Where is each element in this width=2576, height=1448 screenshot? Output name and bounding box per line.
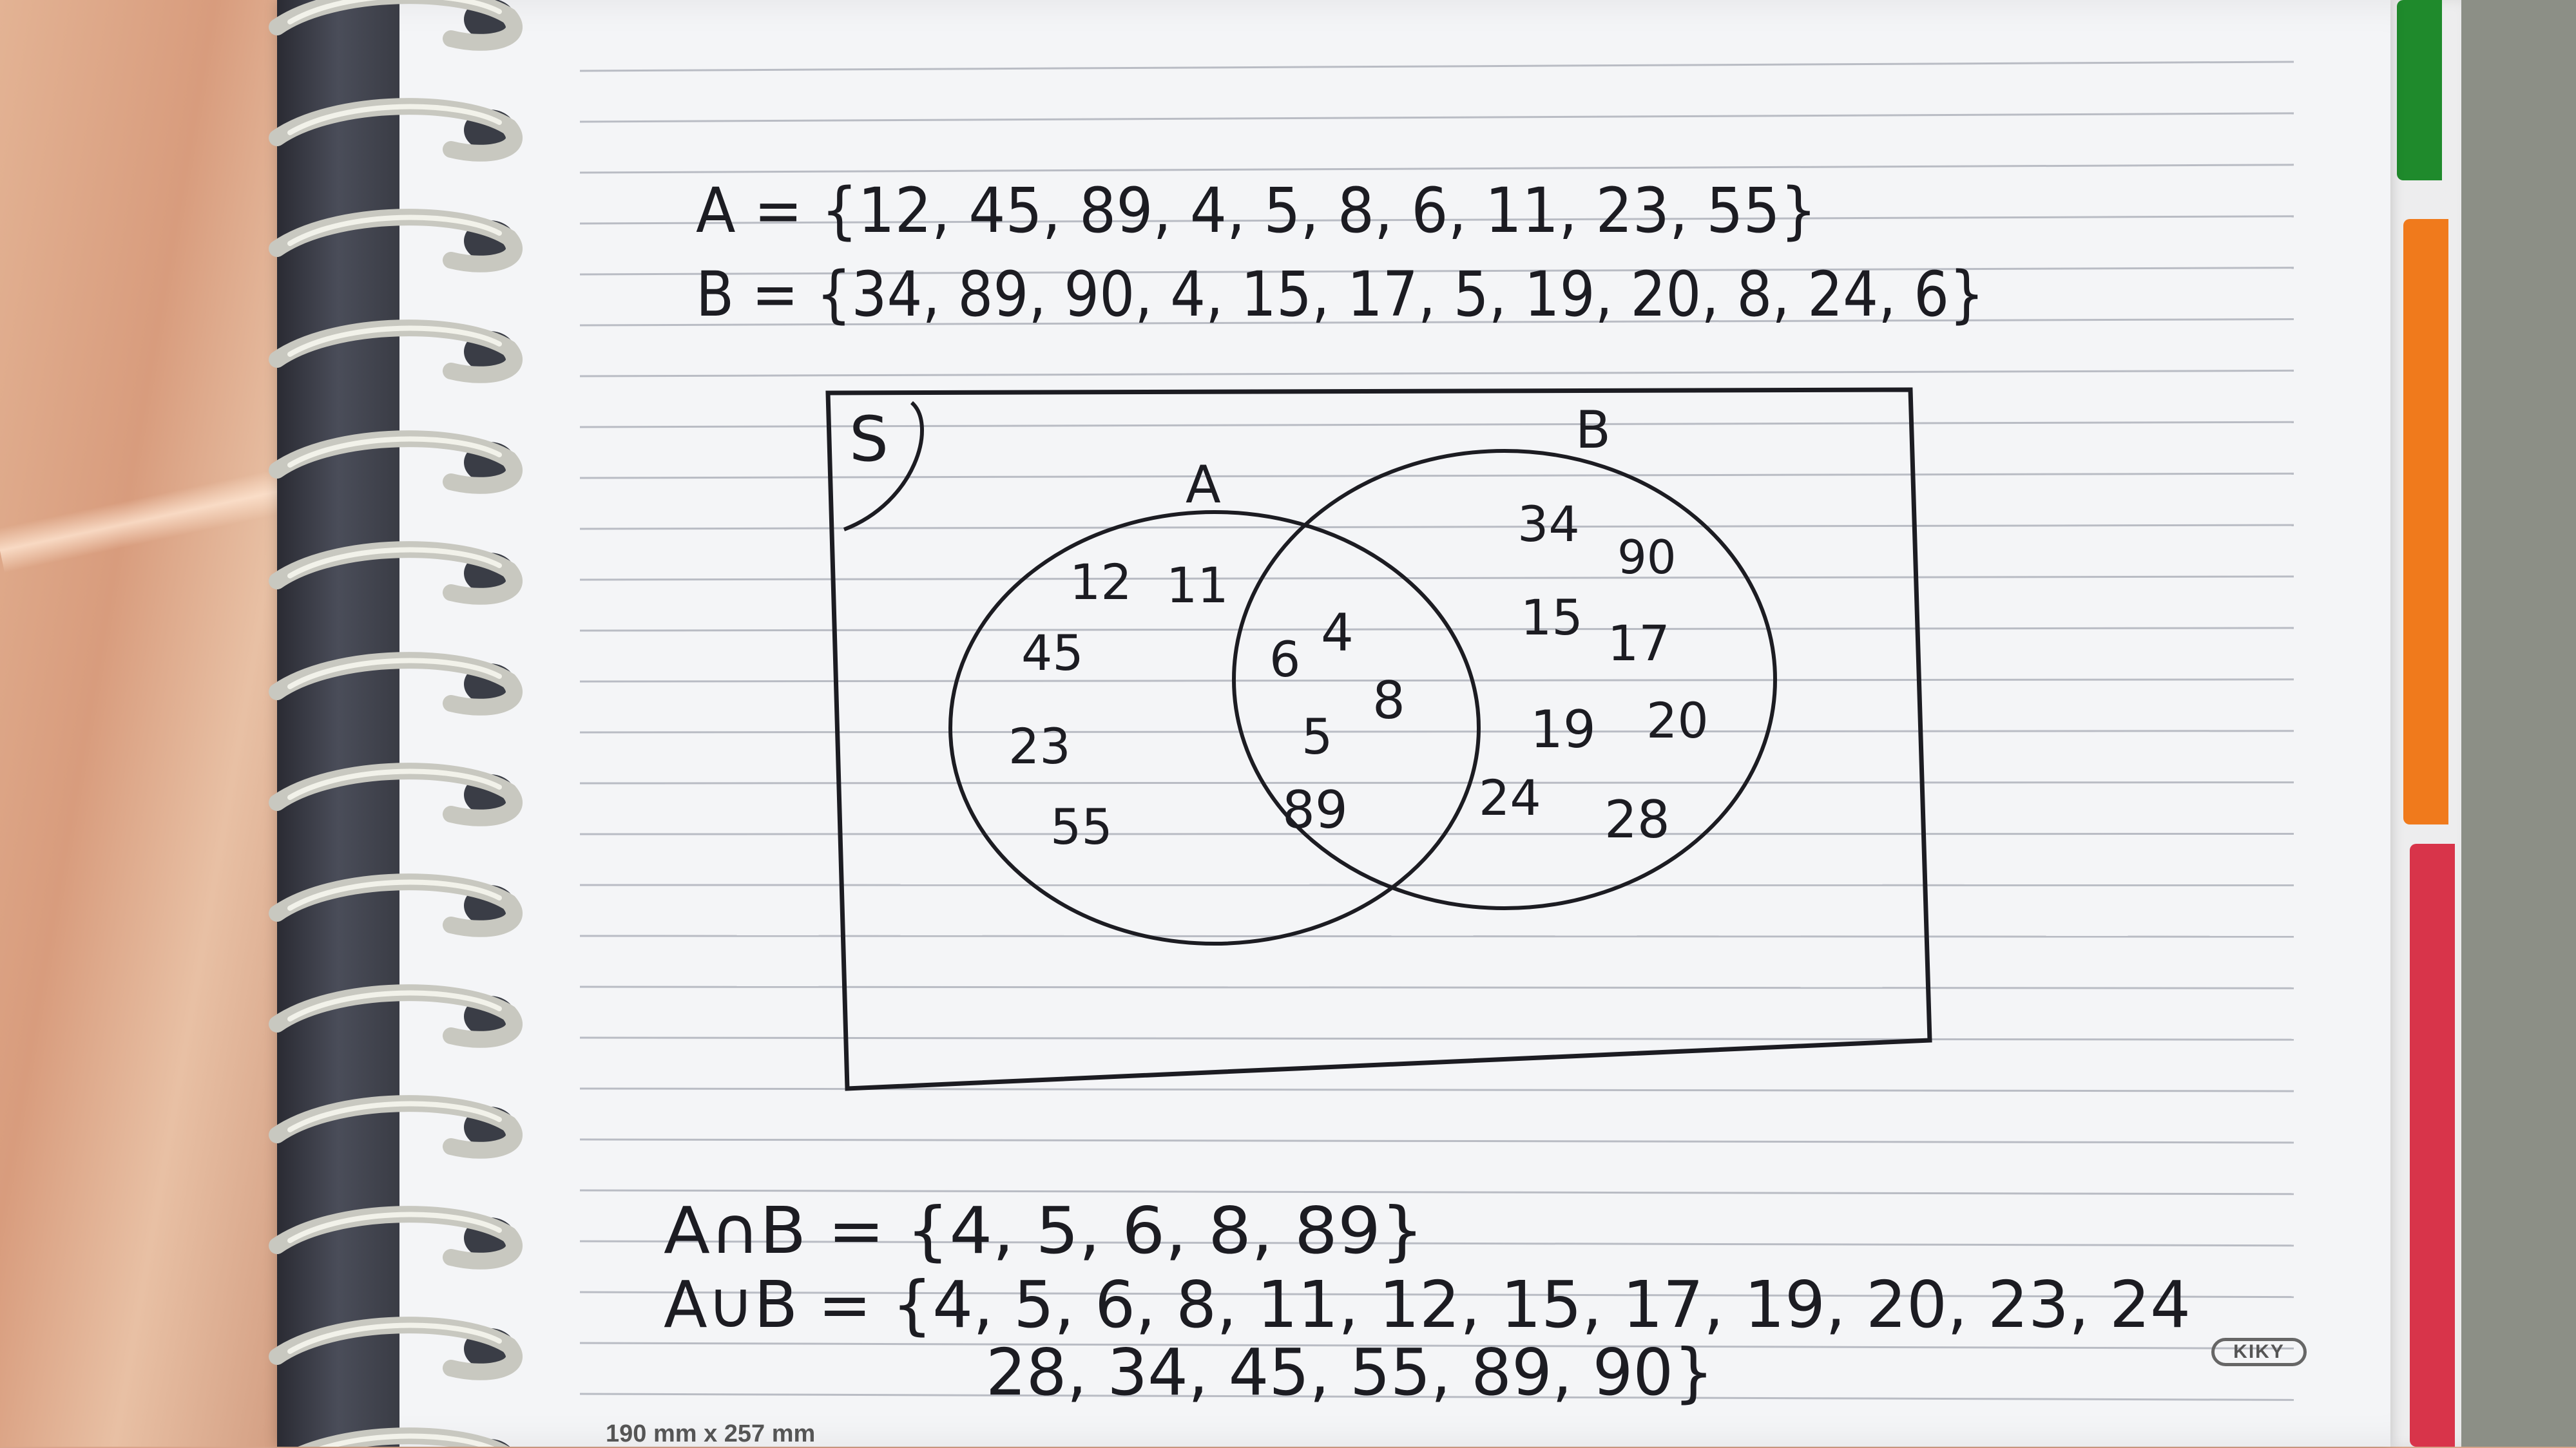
ruled-line [580, 576, 2294, 580]
region-a-only-value: 55 [1050, 798, 1113, 855]
spiral-ring [277, 439, 515, 486]
spiral-ring [277, 1103, 515, 1150]
intersection-result: A∩B = {4, 5, 6, 8, 89} [664, 1193, 1424, 1268]
ruled-line [580, 987, 2294, 988]
region-both-value: 89 [1282, 780, 1348, 840]
region-b-only-value: 20 [1646, 692, 1709, 749]
region-a-only-value: 45 [1021, 624, 1084, 681]
region-b-only-value: 19 [1530, 700, 1596, 759]
region-a-only-value: 11 [1166, 557, 1229, 614]
ruled-line [580, 113, 2294, 122]
spiral-ring [277, 106, 515, 153]
ruled-line [580, 1139, 2294, 1143]
region-both-value: 4 [1321, 603, 1354, 663]
spiral-ring [277, 771, 515, 818]
ruled-line [580, 1089, 2294, 1091]
ruled-line [580, 834, 2294, 835]
set-b-definition: B = {34, 89, 90, 4, 15, 17, 5, 19, 20, 8… [696, 258, 1985, 330]
union-result-line-2: 28, 34, 45, 55, 89, 90} [986, 1335, 1714, 1410]
ruled-line [580, 62, 2294, 71]
spiral-ring [277, 217, 515, 264]
region-b-only-value: 24 [1479, 769, 1541, 826]
ruled-line [580, 370, 2294, 376]
ruled-line [580, 422, 2294, 427]
ruled-line [580, 473, 2294, 478]
spiral-ring [277, 882, 515, 929]
region-a-only-value: 12 [1070, 553, 1132, 611]
spiral-ring [277, 0, 515, 43]
ruled-line [580, 1038, 2294, 1040]
notebook-size-label: 190 mm x 257 mm [606, 1420, 815, 1448]
region-b-only-value: 15 [1521, 589, 1583, 646]
ruled-line [580, 936, 2294, 937]
spiral-binding [277, 0, 515, 1447]
notebook-brand-logo: KIKY [2211, 1338, 2307, 1366]
set-a-definition: A = {12, 45, 89, 4, 5, 8, 6, 11, 23, 55} [696, 175, 1817, 247]
spiral-ring [277, 1325, 515, 1372]
ruled-line [580, 165, 2294, 173]
circle-b-label: B [1575, 400, 1611, 460]
spiral-ring [277, 549, 515, 596]
ruled-line [580, 628, 2294, 631]
universe-label: S [849, 403, 889, 475]
union-result-line-1: A∪B = {4, 5, 6, 8, 11, 12, 15, 17, 19, 2… [664, 1267, 2191, 1342]
spiral-ring [277, 660, 515, 707]
region-both-value: 6 [1269, 631, 1300, 688]
region-b-only-value: 90 [1617, 530, 1677, 584]
region-both-value: 5 [1302, 708, 1332, 765]
spiral-ring [277, 328, 515, 375]
region-b-only-value: 17 [1608, 614, 1670, 672]
spiral-ring [277, 1214, 515, 1261]
region-b-only-value: 34 [1517, 495, 1580, 553]
spiral-ring [277, 1436, 515, 1447]
region-a-only-value: 23 [1008, 718, 1071, 775]
region-both-value: 8 [1372, 671, 1405, 730]
circle-a-label: A [1186, 455, 1221, 515]
spiral-ring [277, 993, 515, 1040]
ruled-line [580, 525, 2294, 529]
region-b-only-value: 28 [1604, 790, 1670, 850]
